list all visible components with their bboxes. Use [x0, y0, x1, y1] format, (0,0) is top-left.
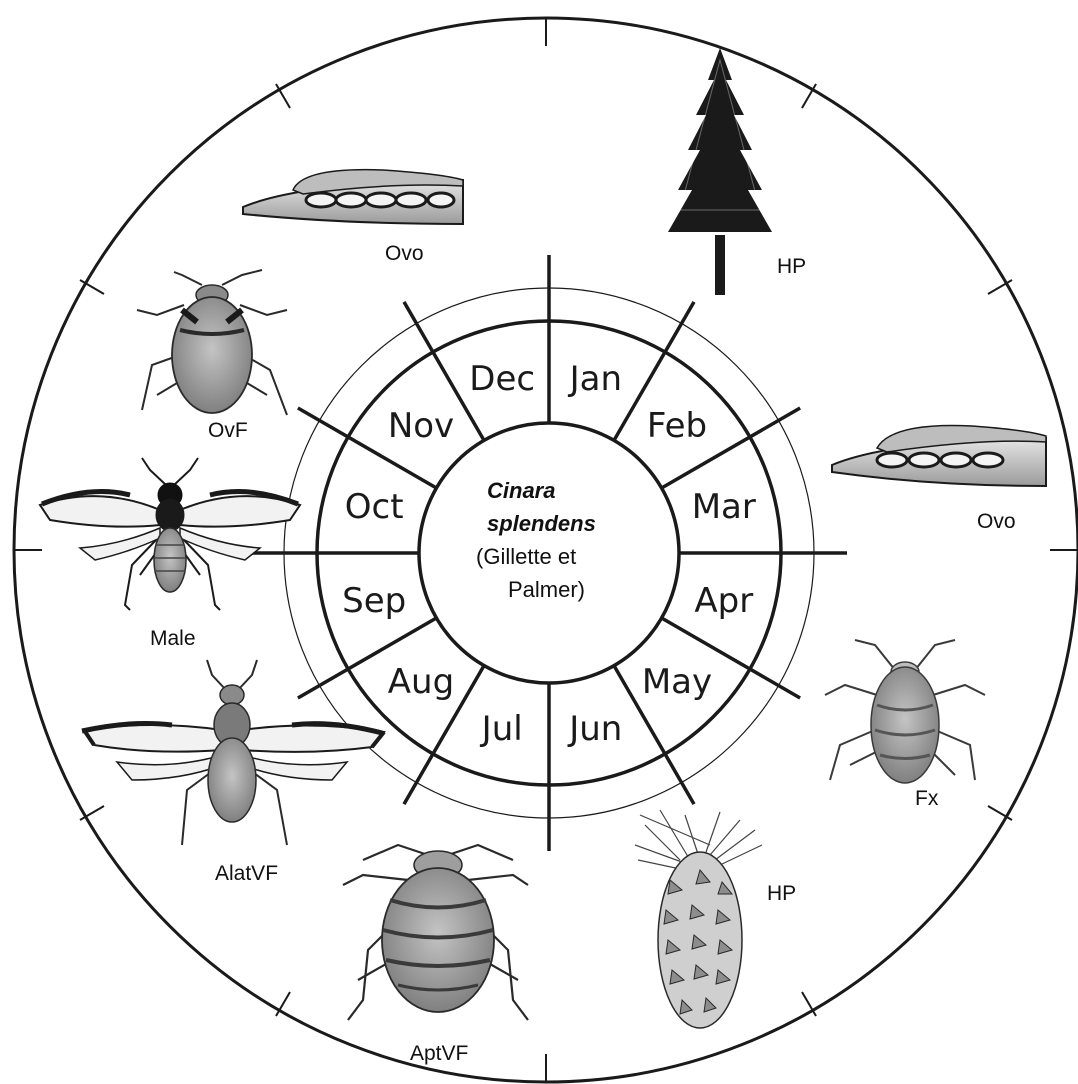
stage-label-alatvf: AlatVF — [215, 862, 278, 885]
winged-aphid-icon — [40, 458, 300, 610]
stage-label-hp-cone: HP — [767, 882, 796, 905]
center-title: Cinara splendens (Gillette et Palmer) — [476, 478, 596, 602]
stage-label-ovo-top: Ovo — [385, 242, 424, 265]
month-label-jan: Jan — [568, 359, 622, 399]
month-label-jun: Jun — [567, 709, 622, 749]
stage-label-ovo-right: Ovo — [977, 510, 1016, 533]
egg-cluster-icon — [832, 425, 1046, 486]
stage-label-hp-tree: HP — [777, 255, 806, 278]
month-label-dec: Dec — [469, 359, 535, 399]
egg-cluster-icon — [243, 170, 463, 224]
winged-aphid-icon — [82, 660, 384, 845]
genus-name: Cinara — [487, 478, 555, 503]
month-label-aug: Aug — [388, 662, 454, 702]
month-label-may: May — [642, 662, 712, 702]
month-label-nov: Nov — [388, 406, 454, 446]
stage-label-aptvf: AptVF — [410, 1042, 468, 1065]
month-label-apr: Apr — [694, 581, 753, 621]
stage-label-ovf: OvF — [208, 419, 248, 442]
month-label-mar: Mar — [692, 487, 756, 527]
stage-label-fx: Fx — [915, 787, 939, 810]
month-label-feb: Feb — [647, 406, 707, 446]
aphid-icon — [137, 270, 287, 415]
aphid-icon — [343, 845, 528, 1020]
pine-cone-icon — [635, 810, 762, 1028]
month-label-oct: Oct — [345, 487, 404, 527]
authority-line-2: Palmer) — [508, 577, 585, 602]
conifer-tree-icon — [668, 48, 772, 295]
month-label-sep: Sep — [342, 581, 406, 621]
month-label-jul: Jul — [480, 709, 523, 749]
species-name: splendens — [487, 511, 596, 536]
stage-label-male: Male — [150, 627, 196, 650]
authority-line-1: (Gillette et — [476, 544, 576, 569]
aphid-icon — [825, 640, 985, 783]
